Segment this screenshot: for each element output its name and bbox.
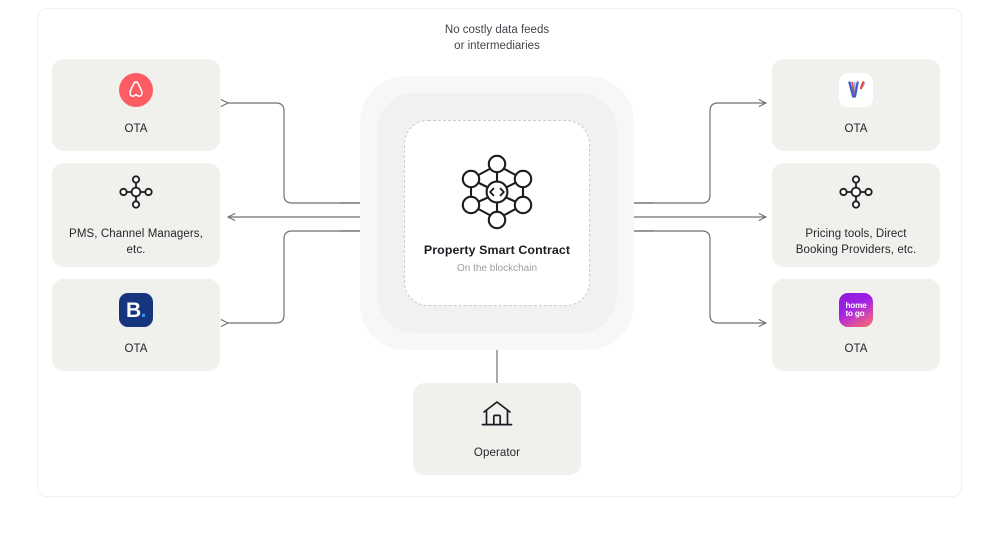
- card-pms[interactable]: PMS, Channel Managers, etc.: [52, 163, 220, 267]
- card-label: OTA: [844, 123, 868, 135]
- card-label: OTA: [124, 343, 148, 355]
- center-title: Property Smart Contract: [423, 242, 571, 257]
- center-subtitle: On the blockchain: [456, 262, 538, 274]
- blockchain-network-icon: [458, 153, 536, 231]
- card-ota-booking[interactable]: B. OTA: [52, 279, 220, 371]
- card-ota-hometogo[interactable]: home to go OTA: [772, 279, 940, 371]
- diagram-caption: No costly data feeds or intermediaries: [397, 22, 597, 54]
- card-label: PMS, Channel Managers, etc.: [69, 228, 203, 256]
- caption-line-1: No costly data feeds: [444, 24, 550, 36]
- card-ota-vrbo[interactable]: OTA: [772, 59, 940, 151]
- caption-line-2: or intermediaries: [454, 40, 540, 52]
- booking-b-mark: B.: [125, 298, 147, 322]
- hometogo-logo-icon: home to go: [839, 293, 873, 327]
- card-label: OTA: [124, 123, 148, 135]
- hub-spoke-icon: [836, 172, 876, 212]
- hometogo-wordmark: home to go: [845, 300, 867, 318]
- house-icon: [477, 397, 517, 431]
- card-label: Operator: [473, 447, 521, 459]
- hub-spoke-icon: [116, 172, 156, 212]
- card-label: OTA: [844, 343, 868, 355]
- booking-logo-icon: B.: [119, 293, 153, 327]
- airbnb-logo-icon: [119, 73, 153, 107]
- vrbo-logo-icon: [839, 73, 873, 107]
- property-smart-contract-node[interactable]: Property Smart Contract On the blockchai…: [404, 120, 590, 306]
- card-ota-airbnb[interactable]: OTA: [52, 59, 220, 151]
- card-label: Pricing tools, Direct Booking Providers,…: [795, 228, 917, 256]
- card-operator[interactable]: Operator: [413, 383, 581, 475]
- card-pricing-tools[interactable]: Pricing tools, Direct Booking Providers,…: [772, 163, 940, 267]
